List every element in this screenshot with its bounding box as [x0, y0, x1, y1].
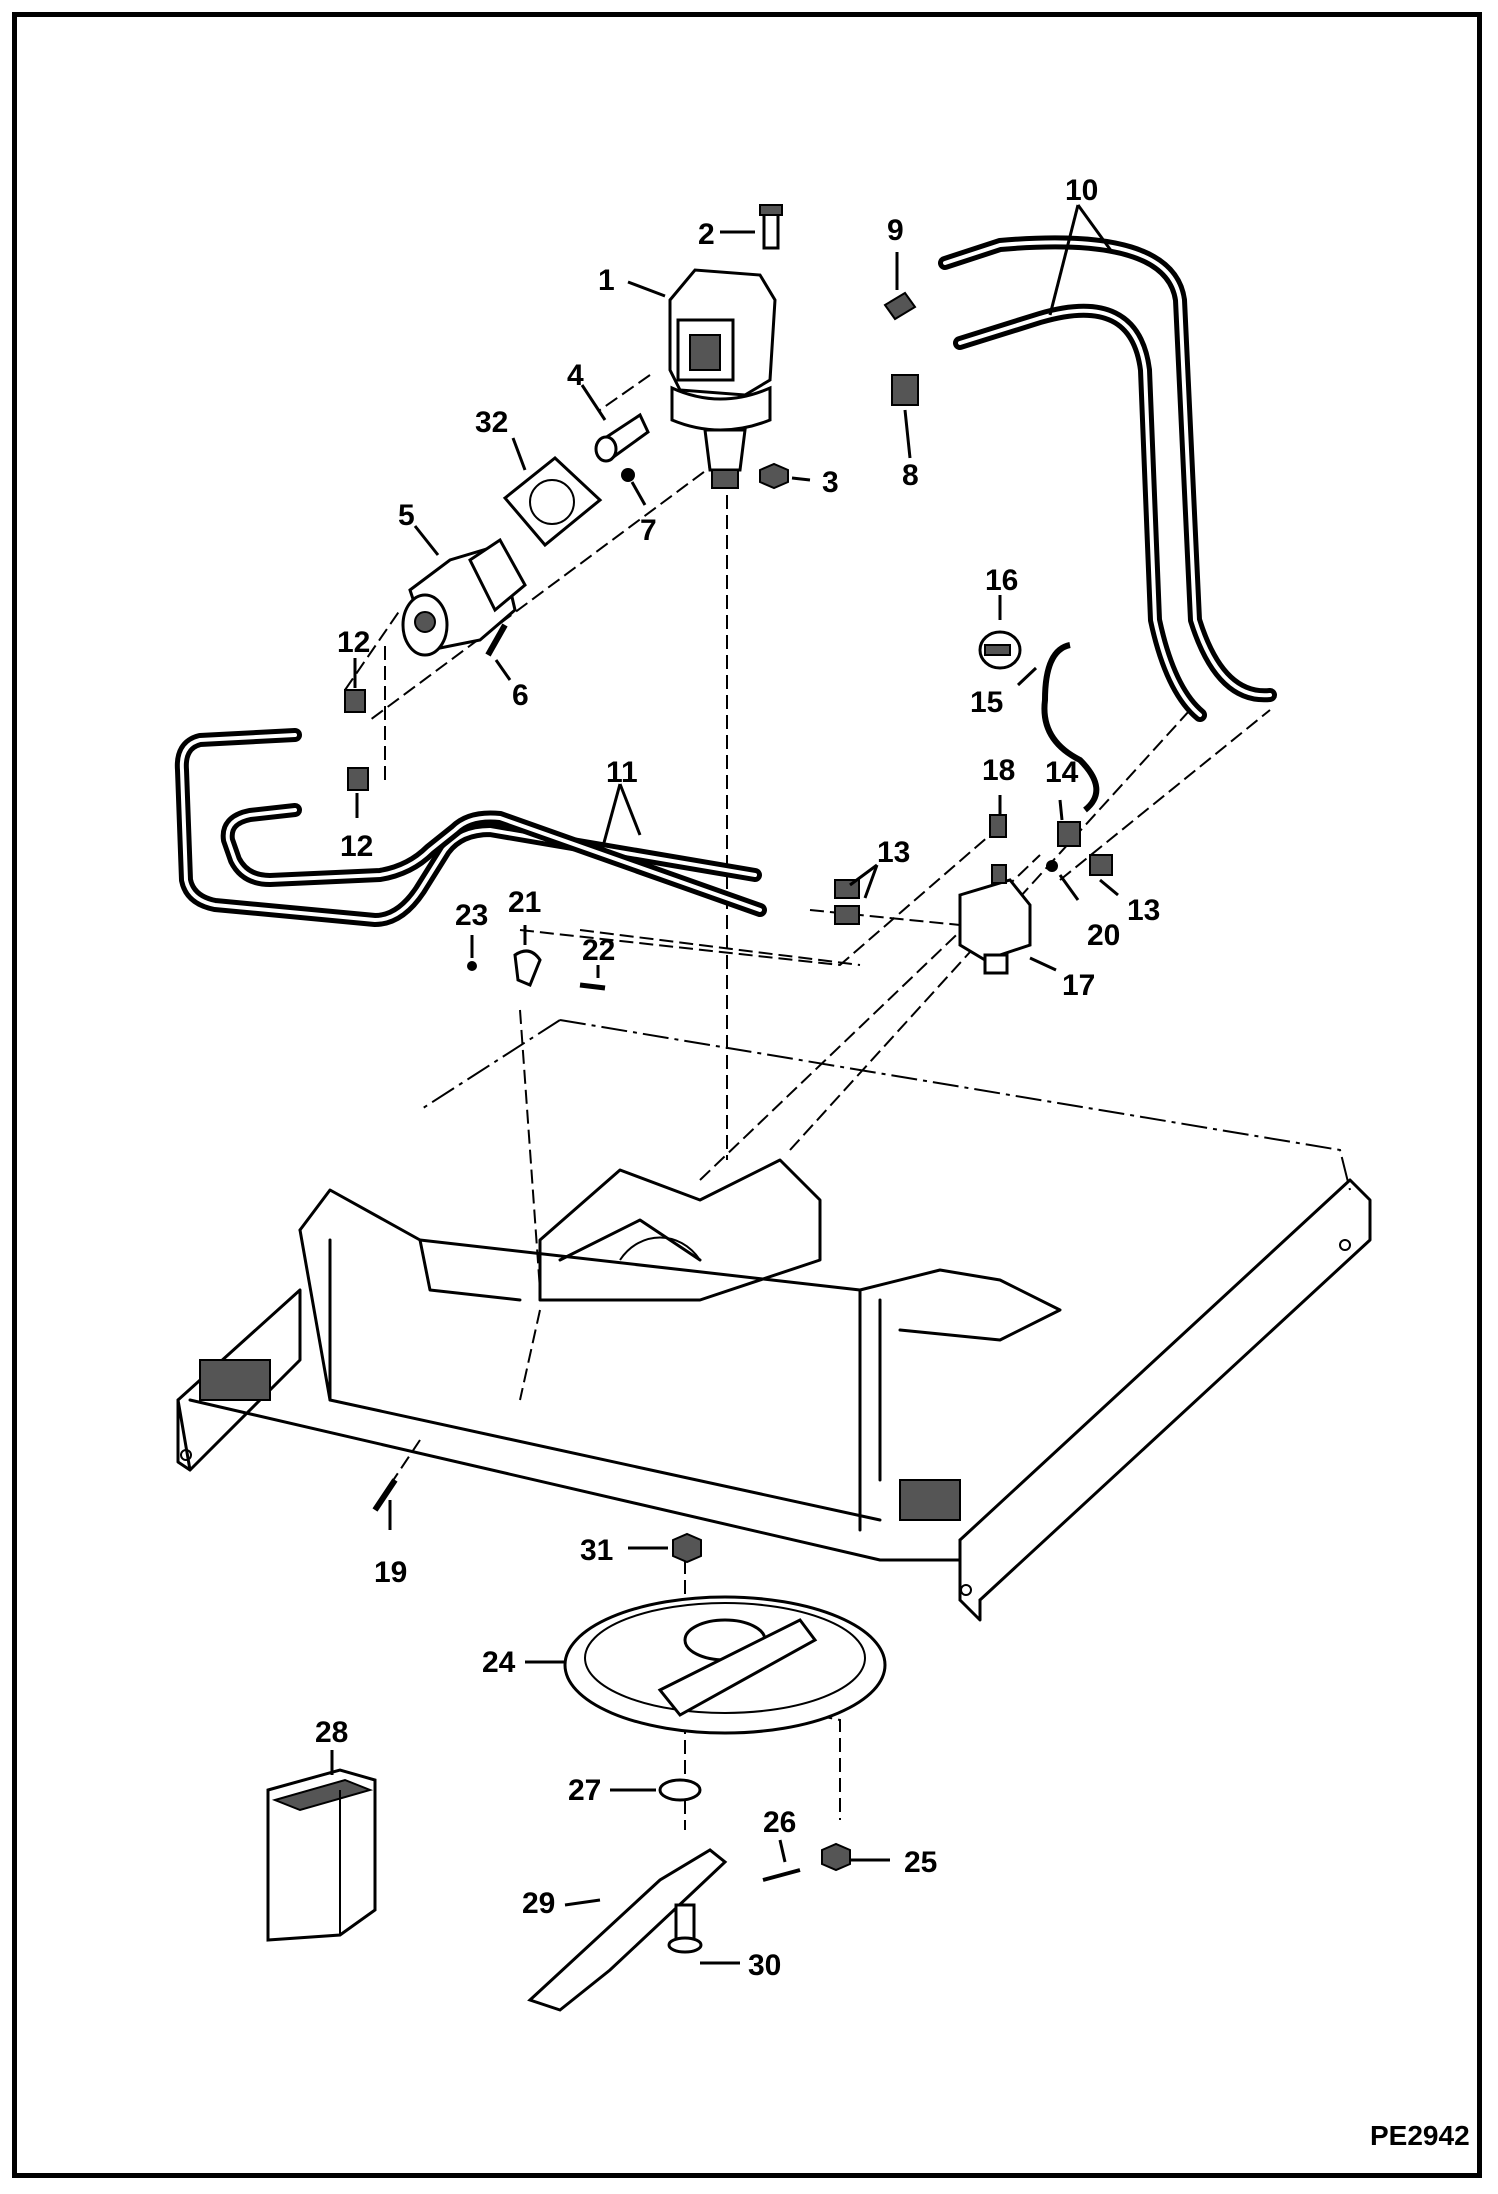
callout-1: 1 — [598, 264, 615, 297]
ball-7 — [621, 468, 635, 482]
callout-19: 19 — [374, 1556, 407, 1589]
callout-5: 5 — [398, 499, 415, 532]
nut-3 — [759, 462, 789, 490]
callout-8: 8 — [902, 459, 919, 492]
callout-32: 32 — [475, 406, 508, 439]
bushing-4 — [594, 412, 650, 463]
callout-25: 25 — [904, 1846, 937, 1879]
callout-26: 26 — [763, 1806, 796, 1839]
fitting-18 — [989, 814, 1007, 838]
fitting-9 — [883, 291, 917, 321]
blade-pan-24 — [563, 1595, 887, 1735]
valve-17 — [958, 864, 1032, 975]
callout-13-left: 13 — [877, 836, 910, 869]
callout-7: 7 — [640, 514, 657, 547]
callout-11: 11 — [606, 756, 638, 789]
callout-12-upper: 12 — [337, 626, 370, 659]
bolt-30 — [667, 1903, 703, 1954]
nut-25 — [821, 1842, 851, 1872]
blade-29 — [527, 1848, 728, 2012]
bracket-21 — [513, 949, 542, 987]
callout-31: 31 — [580, 1534, 613, 1567]
deck-mount-bolts — [199, 1359, 961, 1521]
gasket-32 — [502, 456, 603, 548]
callout-13-right: 13 — [1127, 894, 1160, 927]
callout-15: 15 — [970, 686, 1003, 719]
diagram-border — [12, 12, 1482, 2178]
callout-10: 10 — [1065, 174, 1098, 207]
callout-20: 20 — [1087, 919, 1120, 952]
leader-lines — [330, 204, 1119, 1965]
callout-28: 28 — [315, 1716, 348, 1749]
nut-31 — [672, 1532, 702, 1564]
document-id: PE2942 — [1370, 2120, 1470, 2151]
gearbox-1 — [668, 268, 777, 489]
washer-27 — [658, 1778, 702, 1802]
callout-22: 22 — [582, 934, 615, 967]
fitting-12-lower — [347, 767, 369, 791]
callout-18: 18 — [982, 754, 1015, 787]
callout-30: 30 — [748, 1949, 781, 1982]
ball-23 — [467, 961, 477, 971]
fitting-13-b — [834, 905, 860, 925]
hydraulic-hoses — [174, 235, 1277, 927]
callout-labels: 1 2 3 4 5 6 7 8 9 10 11 12 12 13 13 14 1… — [315, 174, 1160, 1982]
callout-14: 14 — [1045, 756, 1079, 789]
hydraulic-motor-5 — [401, 537, 527, 657]
bolt-6 — [485, 623, 508, 657]
callout-6: 6 — [512, 679, 529, 712]
ball-20 — [1046, 860, 1058, 872]
pin-26 — [762, 1868, 801, 1882]
callout-4: 4 — [567, 359, 584, 392]
callout-3: 3 — [822, 466, 839, 499]
callout-24: 24 — [482, 1646, 516, 1679]
switch-16 — [978, 630, 1022, 670]
manual-28 — [266, 1768, 377, 1942]
bolt-2 — [759, 204, 783, 250]
callout-21: 21 — [508, 886, 541, 919]
pin-22 — [579, 982, 606, 991]
callout-9: 9 — [887, 214, 904, 247]
bolt-19 — [372, 1478, 398, 1512]
callout-17: 17 — [1062, 969, 1095, 1002]
callout-27: 27 — [568, 1774, 601, 1807]
fitting-8 — [891, 374, 919, 406]
callout-29: 29 — [522, 1887, 555, 1920]
mower-deck — [176, 1019, 1372, 1622]
callout-2: 2 — [698, 218, 715, 251]
callout-16: 16 — [985, 564, 1018, 597]
fitting-14 — [1057, 821, 1081, 847]
callout-23: 23 — [455, 899, 488, 932]
callout-12-lower: 12 — [340, 830, 373, 863]
fitting-12-upper — [344, 689, 366, 713]
fitting-13-c — [1089, 854, 1113, 876]
